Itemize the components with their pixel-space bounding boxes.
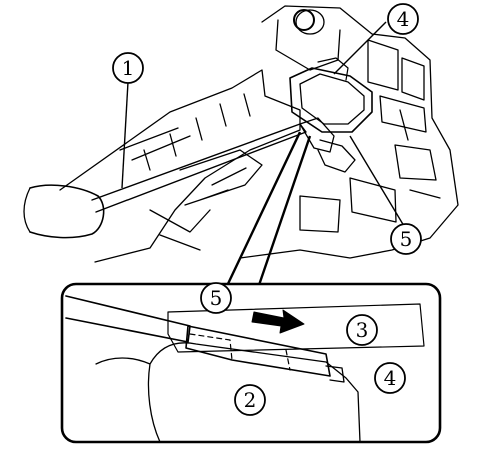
callout-circle-4b xyxy=(374,362,406,394)
callout-circle-4 xyxy=(387,3,419,35)
zoom-line-right xyxy=(256,135,312,289)
callout-circle-2 xyxy=(234,384,266,416)
housing-ribs xyxy=(119,93,263,251)
detail-part-4 xyxy=(325,365,345,383)
callout-label-4b: 4 xyxy=(384,366,397,390)
connector-top xyxy=(317,57,349,81)
detail-part-2 xyxy=(95,342,361,443)
leader-line-1 xyxy=(121,81,129,189)
connector-body xyxy=(289,67,373,133)
callout-label-4: 4 xyxy=(397,7,410,31)
housing-top-mount xyxy=(275,9,341,71)
callout-circle-5b xyxy=(200,282,232,314)
detail-lock-tab-dashed xyxy=(189,333,291,371)
main-illustration xyxy=(23,5,459,263)
callout-label-3: 3 xyxy=(356,318,369,342)
screwdriver-handle xyxy=(29,184,105,239)
connector-face xyxy=(299,73,365,125)
callout-label-5: 5 xyxy=(400,227,413,251)
callout-labels: 1 4 5 5 3 4 2 xyxy=(122,7,413,412)
leader-lines xyxy=(121,21,405,379)
cable-stub xyxy=(317,139,356,173)
detail-inset xyxy=(60,282,442,444)
housing-right-details xyxy=(299,39,441,233)
callout-circles xyxy=(112,3,422,416)
callout-label-5b: 5 xyxy=(210,286,223,310)
detail-lock-tab xyxy=(185,325,331,377)
callout-label-2: 2 xyxy=(244,388,257,412)
release-arrow xyxy=(251,309,305,334)
mount-hole xyxy=(293,9,315,31)
callout-circle-3 xyxy=(346,314,378,346)
leader-line-5 xyxy=(349,135,405,227)
housing-body-left xyxy=(59,69,301,263)
detail-screwdriver xyxy=(65,295,191,343)
housing-outline xyxy=(239,5,459,259)
callout-circle-5 xyxy=(390,223,422,255)
callout-circle-1 xyxy=(112,52,144,84)
screwdriver-handle-end xyxy=(23,187,31,233)
lock-tab xyxy=(299,117,335,153)
callout-label-1: 1 xyxy=(122,56,135,80)
leader-line-4 xyxy=(333,21,387,75)
screwdriver-shaft xyxy=(91,123,307,213)
zoom-line-left xyxy=(224,131,302,289)
